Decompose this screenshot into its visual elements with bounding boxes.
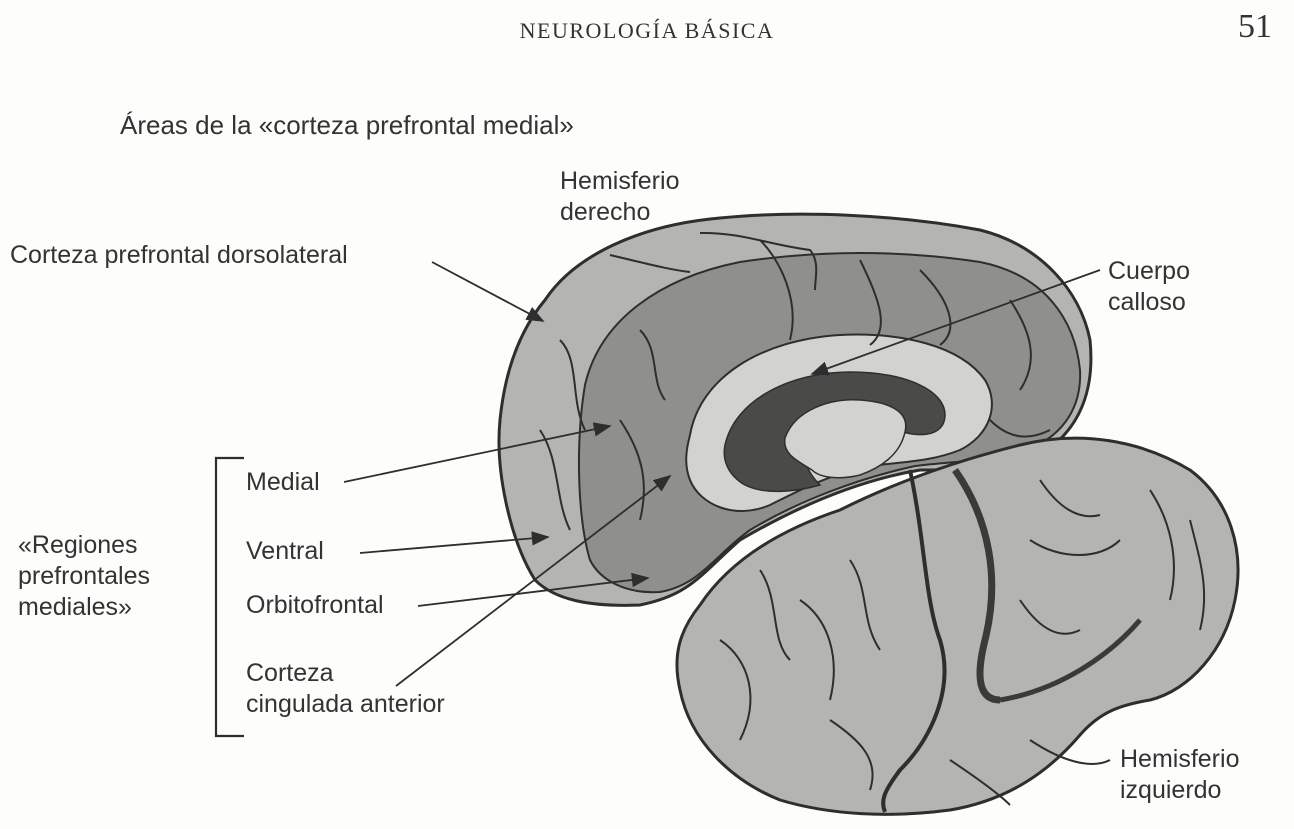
label-right-hemisphere-line1: Hemisferio derecho <box>560 166 679 228</box>
leader-dorsolateral <box>432 262 543 321</box>
label-right-hemisphere: Hemisferio derecho <box>560 166 679 228</box>
label-orbitofrontal: Orbitofrontal <box>246 590 384 621</box>
label-medial-prefrontal-regions: «Regiones prefrontales mediales» <box>18 530 150 623</box>
label-medial: Medial <box>246 467 320 498</box>
label-ventral: Ventral <box>246 536 324 567</box>
label-left-hemisphere: Hemisferio izquierdo <box>1120 744 1239 806</box>
label-dorsolateral: Corteza prefrontal dorsolateral <box>10 240 348 271</box>
regions-bracket <box>216 458 244 736</box>
label-anterior-cingulate: Corteza cingulada anterior <box>246 658 445 720</box>
label-corpus-callosum: Cuerpo calloso <box>1108 256 1190 318</box>
